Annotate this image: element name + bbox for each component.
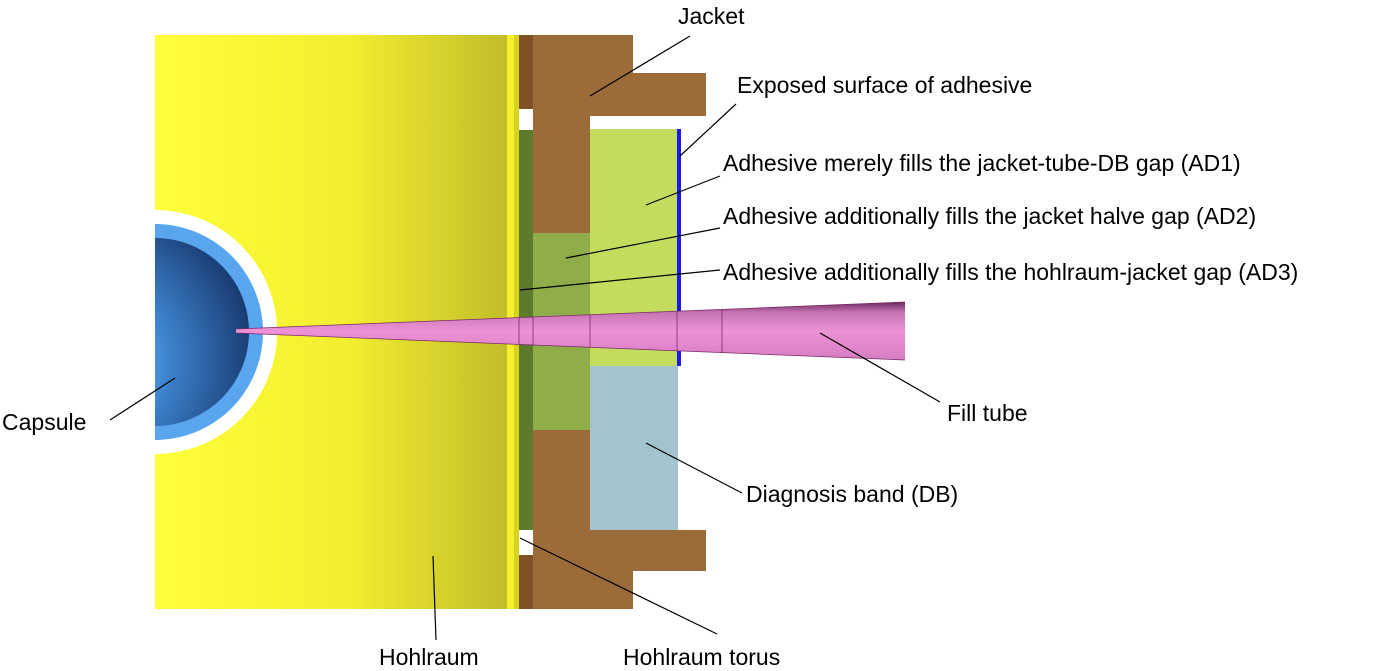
leader-jacket bbox=[589, 35, 691, 97]
jacket-inner-top bbox=[519, 35, 533, 109]
label-jacket: Jacket bbox=[678, 3, 745, 29]
diagnosis-band bbox=[590, 366, 678, 530]
leader-exposed-surface bbox=[679, 103, 737, 157]
label-capsule: Capsule bbox=[2, 409, 86, 435]
leader-fill-tube bbox=[819, 332, 941, 403]
leader-ad1 bbox=[645, 175, 721, 206]
label-exposed-surface: Exposed surface of adhesive bbox=[737, 72, 1032, 98]
capsule-group bbox=[155, 210, 277, 454]
label-hohlraum-torus: Hohlraum torus bbox=[623, 644, 780, 670]
leader-capsule bbox=[109, 377, 176, 421]
capsule-shell bbox=[155, 238, 249, 426]
label-ad2: Adhesive additionally fills the jacket h… bbox=[723, 203, 1256, 229]
fill-tube-edge-top bbox=[235, 301, 906, 330]
label-diagnosis-band: Diagnosis band (DB) bbox=[746, 481, 958, 507]
label-hohlraum: Hohlraum bbox=[379, 644, 479, 670]
jacket-top bbox=[533, 35, 706, 233]
fill-tube-edge-bottom bbox=[235, 332, 906, 361]
leader-hohlraum-torus bbox=[519, 537, 718, 635]
leader-hohlraum bbox=[432, 555, 437, 641]
label-ad1: Adhesive merely fills the jacket-tube-DB… bbox=[723, 150, 1241, 176]
jacket-bottom bbox=[533, 430, 706, 609]
label-fill-tube: Fill tube bbox=[947, 400, 1028, 426]
leader-diagnosis-band bbox=[645, 442, 743, 494]
label-ad3: Adhesive additionally fills the hohlraum… bbox=[723, 259, 1298, 285]
leader-ad3 bbox=[519, 269, 721, 291]
exposed-surface bbox=[677, 129, 681, 366]
jacket-inner-bottom bbox=[519, 555, 533, 609]
leader-ad2 bbox=[565, 227, 721, 259]
fill-tube bbox=[236, 302, 905, 360]
